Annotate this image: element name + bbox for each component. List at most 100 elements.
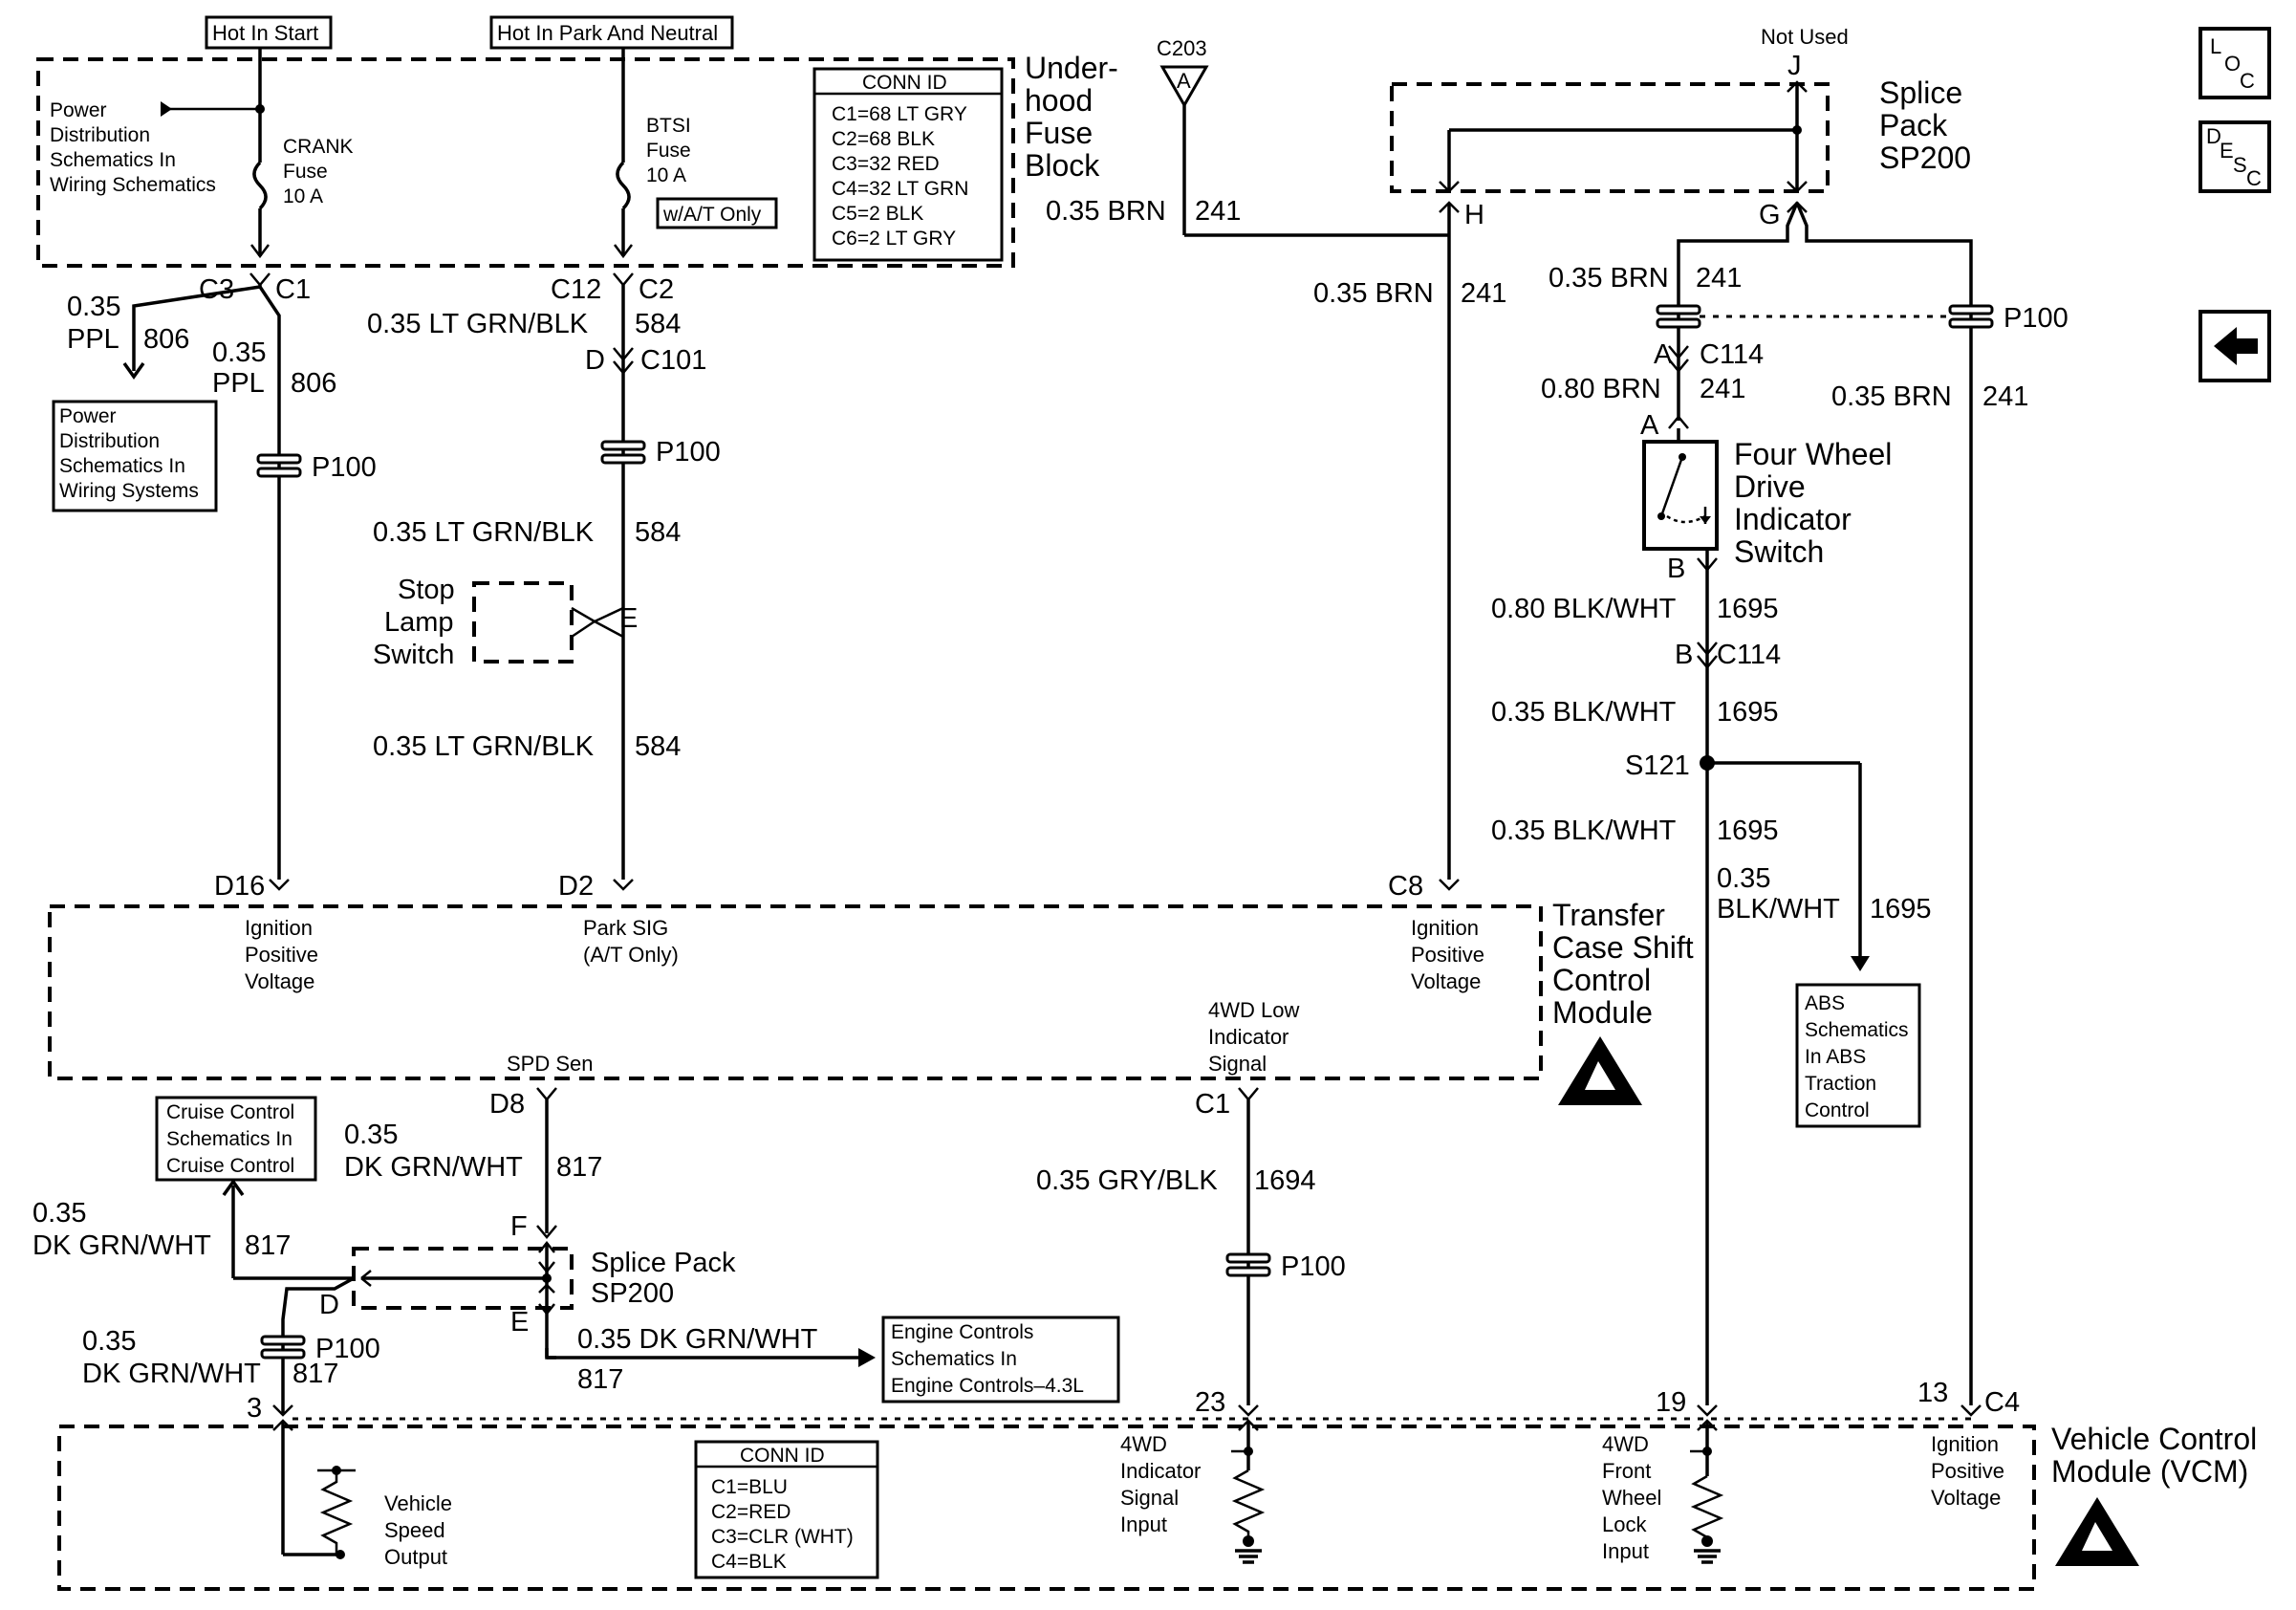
wire-241b-label: 0.35 BRN (1313, 278, 1434, 309)
abs-schematics-box (1795, 983, 1921, 1128)
desc-letter: S (2233, 153, 2247, 177)
c101-label: C101 (640, 345, 706, 376)
transfer-case-shift-control-module (48, 904, 1543, 1080)
stop-lamp-switch-label: Stop Lamp Switch (373, 575, 463, 670)
wire-817a-color: DK GRN/WHT (344, 1152, 523, 1183)
wire-806a-size: 0.35 (67, 292, 120, 322)
s121-label: S121 (1625, 751, 1690, 781)
connector-c3-label: C3 (199, 274, 234, 305)
splice-pack-lower-title: Splice Pack SP200 (591, 1248, 744, 1309)
btsi-fuse-label: BTSI Fuse 10 A (646, 115, 697, 186)
vehicle-control-module (57, 1425, 2036, 1591)
vcm-pin-23: 23 (1195, 1387, 1225, 1418)
wire-1695c-circuit: 1695 (1717, 816, 1779, 846)
wire-241d-label: 0.80 BRN (1541, 374, 1661, 404)
vcm-title: Vehicle Control Module (VCM) (2051, 1422, 2265, 1489)
wire-241e-label: 0.35 BRN (1831, 381, 1952, 412)
desc-letter: D (2206, 124, 2221, 148)
vcm-pin-3: 3 (247, 1393, 262, 1424)
desc-letter: E (2220, 139, 2234, 163)
p100-mid (1225, 1252, 1271, 1277)
hot-in-start-label: Hot In Start (212, 21, 318, 45)
vcm-speed-output-label: Vehicle Speed Output (384, 1491, 458, 1569)
wat-only-box (656, 197, 778, 229)
tcsm-c8-label: Ignition Positive Voltage (1411, 916, 1490, 993)
splice-lower-pin-f: F (510, 1211, 528, 1242)
wire-1695d-color: BLK/WHT (1717, 894, 1840, 925)
p100-mid-label: P100 (1281, 1251, 1346, 1282)
tcsm-4wd-low-label: 4WD Low Indicator Signal (1208, 998, 1305, 1076)
esd-warning-icon (1558, 1036, 1642, 1105)
power-distribution-box-text: Power Distribution Schematics In Wiring … (59, 405, 199, 502)
power-distribution-note: Power Distribution Schematics In Wiring … (50, 99, 216, 196)
splice-pack-sp200-top (1390, 82, 1830, 193)
c203-pin: A (1177, 69, 1191, 93)
wire-241a-circuit: 241 (1195, 196, 1241, 227)
vcm-conn-id-list: C1=BLU C2=RED C3=CLR (WHT) C4=BLK (711, 1476, 859, 1573)
loc-letter: L (2210, 34, 2221, 58)
c203-label: C203 (1157, 36, 1207, 60)
wire-817c-size: 0.35 (82, 1326, 136, 1357)
engine-controls-box (881, 1316, 1120, 1403)
wire-1695b-circuit: 1695 (1717, 697, 1779, 728)
splice-pin-g: G (1759, 200, 1781, 230)
vcm-pin-19: 19 (1656, 1387, 1686, 1418)
vcm-connector-c4: C4 (1984, 1387, 2020, 1418)
loc-letter: C (2240, 69, 2255, 93)
wire-241c-circuit: 241 (1696, 263, 1742, 294)
splice-lower-pin-d: D (319, 1290, 339, 1320)
p100-right-label: P100 (2004, 303, 2069, 334)
p100-left-label: P100 (312, 452, 377, 483)
desc-icon[interactable]: D E S C (2199, 120, 2271, 193)
p100-speed-label: P100 (315, 1334, 380, 1364)
wire-241d-circuit: 241 (1700, 374, 1745, 404)
wire-584c-circuit: 584 (635, 731, 681, 762)
vcm-fwl-resistor (1690, 1474, 1724, 1541)
loc-letter: O (2224, 52, 2241, 76)
wire-1695d-circuit: 1695 (1870, 894, 1932, 925)
switch-pin-a: A (1640, 410, 1659, 441)
switch-pin-b: B (1667, 554, 1685, 584)
p100-right-b (1948, 304, 1994, 329)
fuse-conn-id-list: C1=68 LT GRY C2=68 BLK C3=32 RED C4=32 L… (832, 103, 974, 250)
wire-806-right (258, 286, 281, 880)
engine-controls-box-text: Engine Controls Schematics In Engine Con… (891, 1321, 1084, 1397)
wire-584c-label: 0.35 LT GRN/BLK (373, 731, 595, 762)
c114-pin-b: B (1675, 640, 1693, 670)
wire-584a-circuit: 584 (635, 309, 681, 339)
underhood-fuse-block-title: Under- hood Fuse Block (1025, 51, 1127, 183)
c114-pin-a: A (1654, 339, 1673, 370)
tcsm-d16-label: Ignition Positive Voltage (245, 916, 324, 993)
wire-806-left (132, 285, 261, 371)
crank-fuse (252, 161, 268, 210)
hot-in-start-box (205, 15, 333, 50)
wire-1694-label: 0.35 GRY/BLK (1036, 1165, 1218, 1196)
power-distribution-box (52, 400, 218, 512)
splice-pin-j: J (1787, 51, 1802, 81)
vcm-fwl-input-label: 4WD Front Wheel Lock Input (1602, 1432, 1667, 1563)
loc-icon[interactable]: L O C (2199, 27, 2271, 99)
c101-pin: D (585, 345, 605, 376)
fuse-conn-id-title: CONN ID (862, 72, 947, 94)
vcm-esd-warning-icon (2055, 1497, 2139, 1566)
wire-817c-color: DK GRN/WHT (82, 1359, 261, 1389)
underhood-fuse-block-outline (36, 57, 1015, 268)
tcsm-pin-c8: C8 (1388, 871, 1423, 902)
btsi-fuse (616, 161, 631, 210)
cruise-control-box (155, 1096, 317, 1182)
p100-park (600, 440, 646, 465)
wire-1695a-circuit: 1695 (1717, 594, 1779, 624)
tcsm-spd-sen-label: SPD Sen (507, 1052, 594, 1076)
vcm-signal-input-label: 4WD Indicator Signal Input (1120, 1432, 1207, 1536)
wire-584a-label: 0.35 LT GRN/BLK (367, 309, 589, 339)
c114-label-a: C114 (1700, 339, 1764, 370)
wire-584b-circuit: 584 (635, 517, 681, 548)
c203-connector (1159, 65, 1209, 109)
p100-speed (260, 1335, 306, 1360)
desc-letter: C (2246, 166, 2262, 190)
back-arrow-icon[interactable] (2199, 310, 2271, 382)
splice-pin-h: H (1464, 200, 1484, 230)
wire-1695d-size: 0.35 (1717, 863, 1770, 894)
wire-241b-circuit: 241 (1461, 278, 1506, 309)
tcsm-pin-c1: C1 (1195, 1089, 1230, 1120)
